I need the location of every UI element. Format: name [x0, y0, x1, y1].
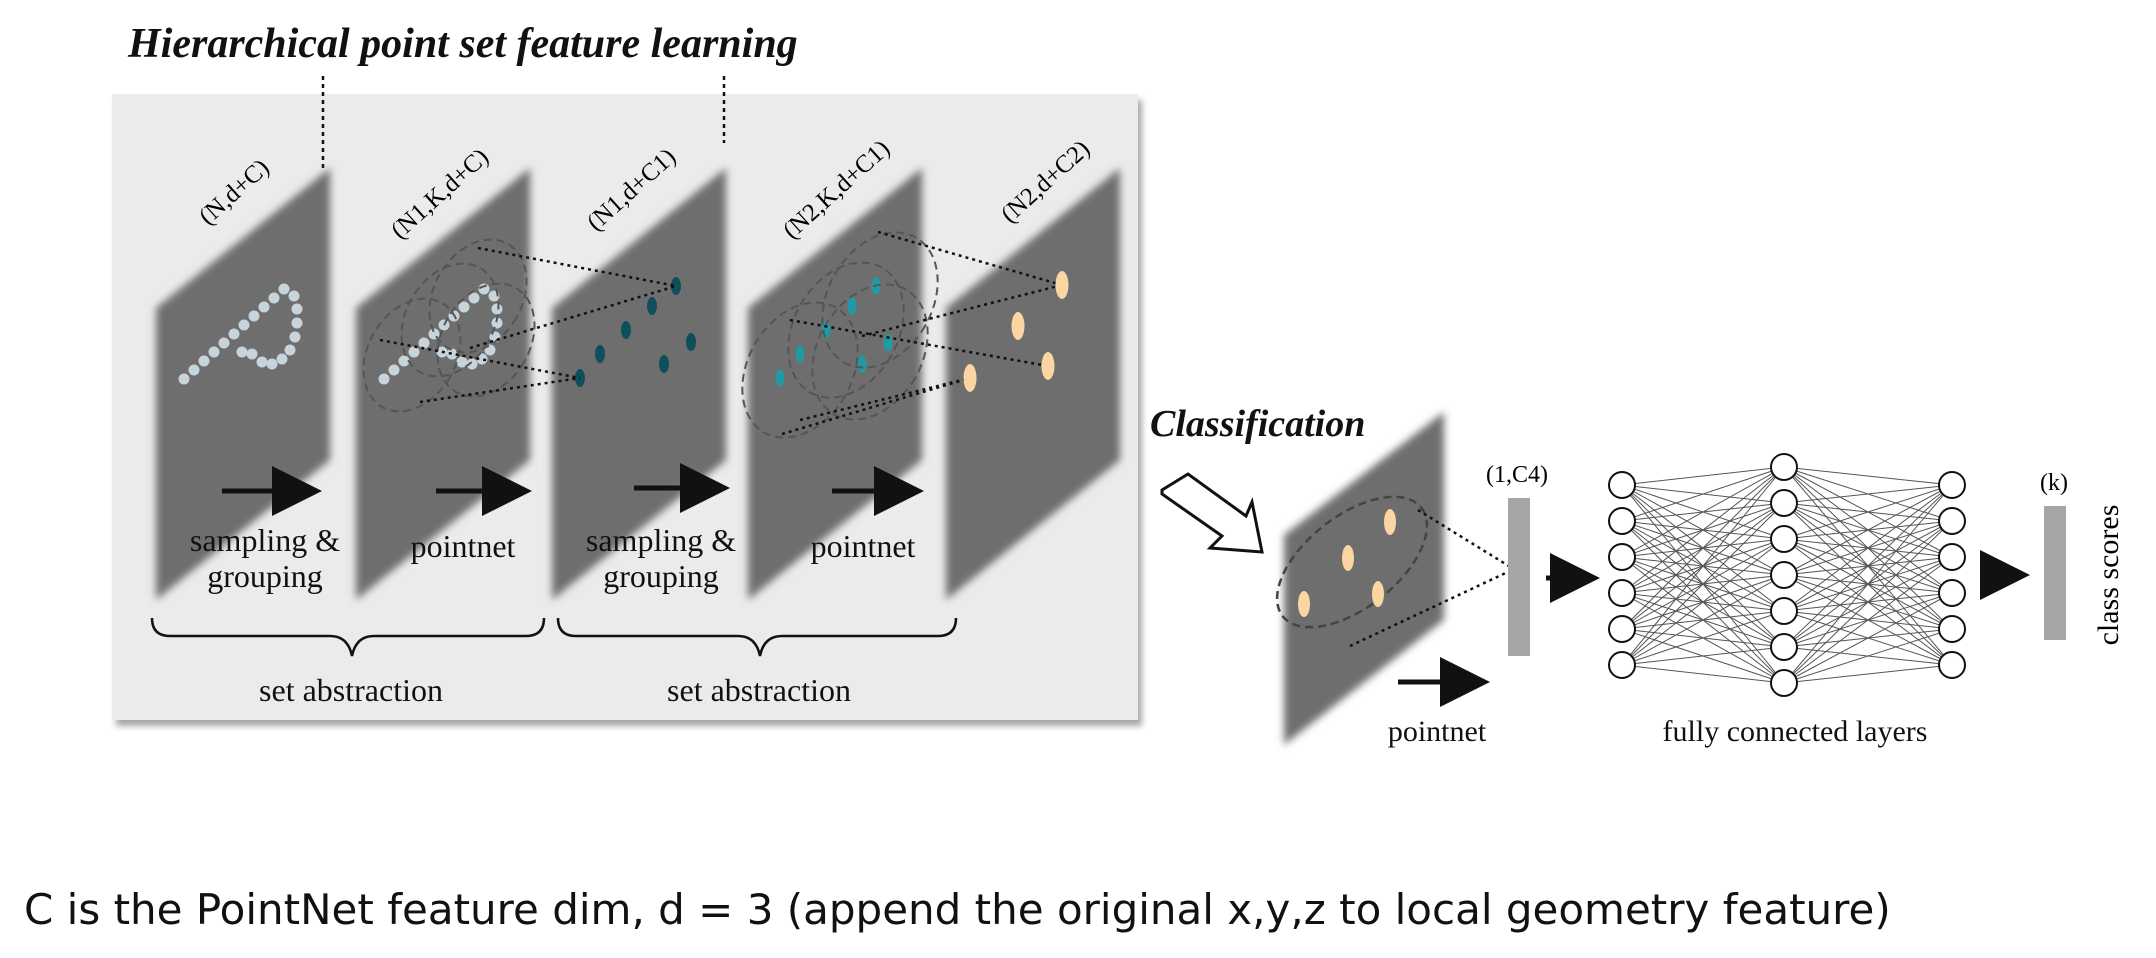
fc-connection: [1783, 664, 1953, 684]
dim-label-k: (k): [2040, 470, 2068, 496]
fc-connection: [1621, 466, 1785, 522]
fc-connection: [1621, 466, 1785, 630]
fc-neuron: [1770, 489, 1798, 517]
fc-connection: [1621, 502, 1785, 666]
fc-connection: [1621, 574, 1785, 666]
classification-entry-arrow: [1160, 472, 1264, 554]
dim-label-global: (1,C4): [1486, 462, 1548, 488]
fc-neuron: [1770, 597, 1798, 625]
fc-connection: [1783, 484, 1953, 612]
plane-level-2: [946, 168, 1120, 600]
set-abstraction-brace-1: [150, 617, 546, 657]
fc-neuron: [1608, 615, 1636, 643]
fc-neuron: [1938, 543, 1966, 571]
set-abstraction-label-2: set abstraction: [667, 672, 851, 708]
fc-neuron: [1938, 579, 1966, 607]
stage-arrows: [222, 463, 924, 516]
fc-neuron: [1608, 579, 1636, 607]
fc-connection: [1621, 664, 1785, 684]
fc-layers-label: fully connected layers: [1662, 715, 1928, 748]
fc-connection: [1783, 628, 1953, 684]
fc-neuron: [1770, 633, 1798, 661]
fc-connection: [1783, 592, 1953, 684]
fc-neuron: [1770, 561, 1798, 589]
fc-connection: [1783, 484, 1953, 648]
fc-connection: [1783, 556, 1953, 684]
sampling-grouping-label-2: sampling & grouping: [576, 522, 746, 594]
classification-title: Classification: [1150, 403, 1366, 445]
fc-connection: [1621, 466, 1785, 486]
fc-neuron: [1608, 471, 1636, 499]
fc-neuron: [1938, 615, 1966, 643]
sampling-grouping-line-2: grouping: [603, 558, 719, 594]
pointnet-label-1: pointnet: [410, 528, 516, 564]
fc-connection: [1783, 484, 1953, 576]
pointnet-label-2: pointnet: [810, 528, 916, 564]
projection-lines-1: [379, 246, 677, 404]
sampling-grouping-label-1: sampling & grouping: [180, 522, 350, 594]
sampling-grouping-line-1: sampling &: [189, 522, 341, 558]
input-point-cloud: [178, 283, 303, 385]
fc-neuron: [1770, 525, 1798, 553]
fc-neuron: [1608, 543, 1636, 571]
fc-connection: [1783, 520, 1953, 684]
sampling-grouping-line-1: sampling &: [585, 522, 737, 558]
fc-connection: [1621, 646, 1785, 666]
level1-centroids: [575, 277, 696, 387]
set-abstraction-label-1: set abstraction: [259, 672, 443, 708]
global-plane-points: [1298, 509, 1396, 617]
level2-centroids: [963, 271, 1069, 392]
fc-connection: [1621, 610, 1785, 666]
sampling-grouping-line-2: grouping: [207, 558, 323, 594]
global-feature-bar: [1508, 498, 1530, 656]
fc-connection: [1621, 466, 1785, 594]
fc-connection: [1783, 484, 1953, 540]
fc-neuron: [1938, 507, 1966, 535]
fc-connection: [1621, 466, 1785, 666]
fc-connection: [1783, 484, 1953, 504]
fc-connection: [1783, 466, 1953, 486]
fc-connection: [1621, 538, 1785, 666]
fc-neuron: [1608, 651, 1636, 679]
classifier-pointnet-label: pointnet: [1387, 715, 1487, 748]
hierarchical-title: Hierarchical point set feature learning: [128, 21, 798, 67]
fc-neuron: [1938, 471, 1966, 499]
class-scores-label: class scores: [2092, 505, 2125, 646]
projection-lines-2: [781, 230, 1063, 436]
fc-neuron: [1770, 669, 1798, 697]
fc-neuron: [1770, 453, 1798, 481]
global-projection-lines: [1349, 508, 1513, 648]
class-scores-bar: [2044, 506, 2066, 640]
fc-connection: [1621, 466, 1785, 558]
fc-connection: [1783, 484, 1953, 684]
fc-neuron: [1608, 507, 1636, 535]
set-abstraction-brace-2: [556, 617, 958, 657]
fc-neuron: [1938, 651, 1966, 679]
plane-global: [1284, 412, 1444, 745]
fully-connected-network: [1608, 453, 1966, 697]
grouping-circles-1: [362, 238, 536, 413]
dim-label-input: (N,d+C): [194, 154, 275, 230]
footer-note: C is the PointNet feature dim, d = 3 (ap…: [24, 885, 1891, 934]
